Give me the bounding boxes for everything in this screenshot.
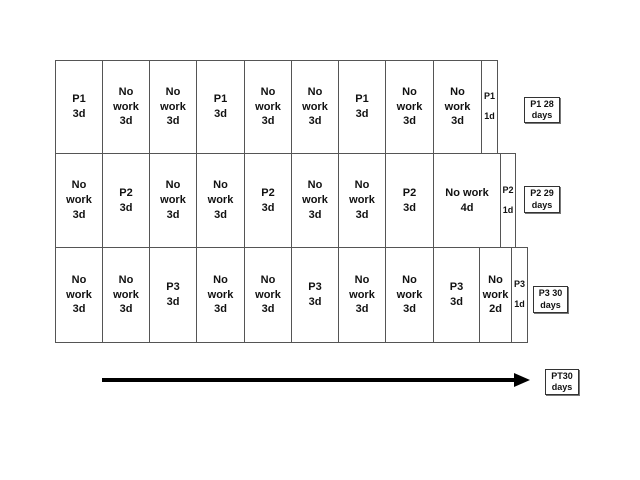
row2-cell-2: P2 3d	[102, 153, 150, 248]
row3-cell-9: P3 3d	[433, 247, 480, 343]
row3-cell-8: No work 3d	[385, 247, 434, 343]
row1-total-label: P1 28 days	[524, 97, 560, 123]
row3-cell-7: No work 3d	[338, 247, 386, 343]
row2-cell-6: No work 3d	[291, 153, 339, 248]
row1-cell-1: P1 3d	[55, 60, 103, 154]
row2-cell-8: P2 3d	[385, 153, 434, 248]
row3-cell-1: No work 3d	[55, 247, 103, 343]
row3-cell-2: No work 3d	[102, 247, 150, 343]
row3-cell-5: No work 3d	[244, 247, 292, 343]
row2-cell-5: P2 3d	[244, 153, 292, 248]
row1-cell-9: No work 3d	[433, 60, 482, 154]
timeline-total-label: PT30 days	[545, 369, 579, 395]
row3-cell-11: P3 1d	[511, 247, 528, 343]
row3-cell-3: P3 3d	[149, 247, 197, 343]
row3-total-label: P3 30 days	[533, 286, 568, 313]
row2-cell-4: No work 3d	[196, 153, 245, 248]
row2-total-label: P2 29 days	[524, 186, 560, 213]
row2-cell-7: No work 3d	[338, 153, 386, 248]
row1-cell-10: P1 1d	[481, 60, 498, 154]
row3-cell-10: No work 2d	[479, 247, 512, 343]
row1-cell-3: No work 3d	[149, 60, 197, 154]
timeline-arrow-head	[514, 373, 530, 387]
row2-cell-10: P2 1d	[500, 153, 516, 248]
